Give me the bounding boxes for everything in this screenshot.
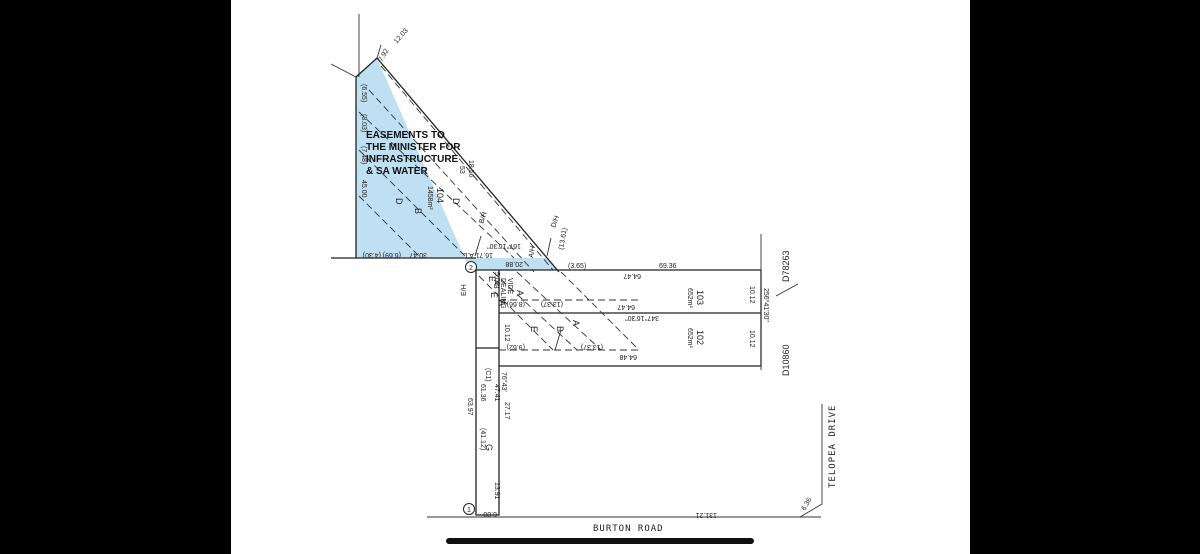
lot-103-area: 652m² <box>686 288 693 309</box>
adjoining-boundary-2 <box>330 63 357 78</box>
dim-lot102-east: 10.12 <box>748 330 755 348</box>
dim-stem-g: (41.12) <box>479 428 486 450</box>
dim-west-c: (7.48) <box>360 146 367 164</box>
arrow-b-mid <box>554 329 562 351</box>
lot-104-number: 104 <box>435 188 445 203</box>
dim-stem-d: 63.97 <box>466 398 473 416</box>
dim-mid-line: 64.47 <box>617 303 635 310</box>
dim-north-a: 30.47 <box>409 251 427 258</box>
dim-lot102-mid: (13.37) <box>581 343 603 350</box>
easement-label-b-h: B/H <box>478 211 489 224</box>
dim-bearing-b: 256°41'30" <box>762 288 770 322</box>
easement-caption-line-1: EASEMENTS TO <box>366 130 445 141</box>
vide-label: VIDE <box>506 278 513 295</box>
dim-stem-c: 61.36 <box>479 384 486 402</box>
easement-area <box>356 58 559 270</box>
dim-north-f: 20.88 <box>505 260 523 267</box>
easement-label-e-h: E/H <box>461 284 468 296</box>
dim-frontage: 131.21 <box>695 511 717 518</box>
circle-marker-1 <box>463 503 475 515</box>
easement-line <box>358 111 515 259</box>
telopea-drive-line <box>799 404 823 518</box>
dim-north-b: (6.69) <box>383 251 401 258</box>
easement-line <box>516 271 602 351</box>
survey-plan-sheet: 2 1 EASEMENTS TO THE MINISTER FOR INFRAS… <box>231 0 970 554</box>
dim-stem-i: 6.00 <box>483 510 497 517</box>
easement-letter: B <box>555 326 565 332</box>
survey-plan-drawing: 2 1 EASEMENTS TO THE MINISTER FOR INFRAS… <box>330 14 838 534</box>
easement-line <box>492 271 578 351</box>
easement-letter: D <box>451 198 461 205</box>
plan-ref-d78263: D78263 <box>781 250 791 282</box>
dim-north-i: (13.61) <box>558 227 569 250</box>
easement-caption-line-3: INFRASTRUCTURE <box>366 154 459 165</box>
easement-letter: B <box>413 208 423 214</box>
easement-line <box>358 149 468 259</box>
marker-2-label: 2 <box>469 265 473 272</box>
dim-west-b: (8.03) <box>360 114 367 132</box>
arrow-b-h <box>474 235 482 257</box>
dim-north-e: 16.71 A.L. <box>461 251 493 258</box>
easement-letter: A <box>497 300 507 306</box>
telopea-drive-label: TELOPEA DRIVE <box>828 405 838 488</box>
dim-north-g: (3.65) <box>568 263 586 270</box>
dim-west-a: (6.55) <box>360 84 367 102</box>
dim-diag-b: 53 <box>458 166 465 174</box>
dim-stem-a: 5.08 <box>493 272 500 286</box>
easement-caption-line-2: THE MINISTER FOR <box>366 142 461 153</box>
east-plan-tick <box>775 283 799 297</box>
dim-stem-h: 13.91 <box>493 482 500 500</box>
easement-line <box>478 275 554 351</box>
plan-ref-d10860: D10860 <box>781 344 791 376</box>
easement-line <box>380 65 554 271</box>
dealing-label: DEALING <box>499 278 506 309</box>
lot-102-number: 102 <box>695 330 705 345</box>
lot-102-area: 652m² <box>686 328 693 349</box>
easement-letter: A <box>515 290 525 296</box>
top-corner-tick <box>376 44 382 59</box>
dim-top-a: 12.03 <box>393 27 410 45</box>
burton-road-label: BURTON ROAD <box>593 524 664 534</box>
dim-lot102-bottom: 64.48 <box>619 353 637 360</box>
easement-caption-line-4: & SA WATER <box>366 166 428 177</box>
lot-104-area: 1458m² <box>426 186 433 210</box>
easement-label-d-h: D/H <box>550 215 561 229</box>
easement-line <box>368 89 535 273</box>
easement-letter: E <box>489 292 499 298</box>
dim-north-d: 167°16'30" <box>487 242 521 250</box>
easement-letter: E <box>487 276 497 282</box>
g-label: G <box>484 444 494 451</box>
easement-label-a-h: A/H <box>528 246 537 259</box>
home-indicator-bar[interactable] <box>446 538 754 544</box>
easement-letter: E <box>529 326 539 332</box>
dim-diag-a: 18.56 <box>467 160 474 178</box>
dim-bearing-a: 347°16'30" <box>625 314 659 322</box>
dim-lot103-mid: (13.37) <box>541 300 563 307</box>
dim-lot103-east: 10.12 <box>748 286 755 304</box>
dim-lot103-top: 64.47 <box>623 272 641 279</box>
dim-stem-e: 47.41 <box>493 384 500 402</box>
dim-north-c: (4.30) <box>363 251 381 258</box>
a3-label: A3 <box>492 280 499 289</box>
dim-lot102-left: (9.62) <box>507 343 525 350</box>
dim-west-102: 10.12 <box>503 324 510 342</box>
dim-lot103-left: (8.66) <box>507 300 525 307</box>
easement-line <box>358 195 422 259</box>
easement-letter: D <box>394 198 404 205</box>
easement-letter: A <box>571 320 581 326</box>
dim-stem-f: 27.17 <box>503 402 510 420</box>
dim-north-h: 69.36 <box>659 263 677 270</box>
marker-1-label: 1 <box>467 507 471 514</box>
lot-103-number: 103 <box>695 290 705 305</box>
arrow-d-h <box>546 237 552 257</box>
dim-west-total: 45.00 <box>360 180 367 198</box>
c1-label: (C1) <box>484 368 491 382</box>
dim-stem-b: 76°43' <box>500 372 508 392</box>
circle-marker-2 <box>465 261 477 273</box>
easement-line <box>560 271 640 351</box>
